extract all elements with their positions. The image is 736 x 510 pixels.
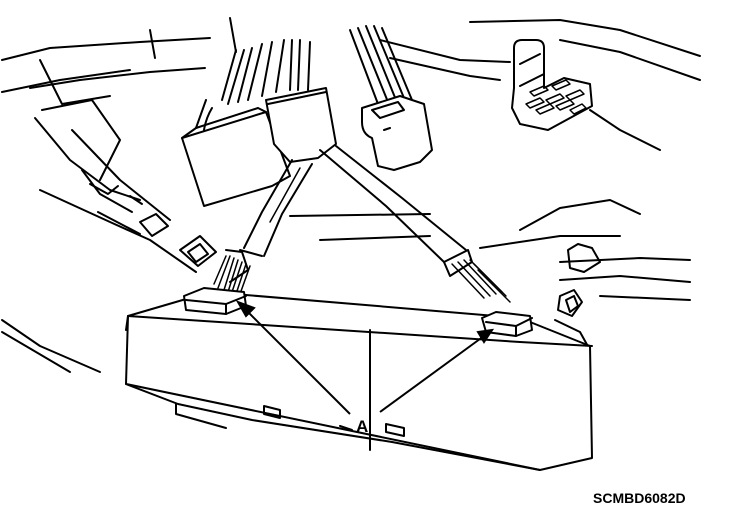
dashboard-panel <box>1 17 701 373</box>
multi-pin-connector <box>511 39 593 131</box>
arrow-right <box>379 335 485 413</box>
connector-right <box>361 95 433 171</box>
figure-code: SCMBD6082D <box>593 490 686 506</box>
callout-label: A <box>356 417 368 436</box>
connector-center <box>265 87 337 163</box>
arrowhead-left <box>235 300 256 318</box>
cable-right <box>319 145 511 303</box>
arrowhead-right <box>476 328 495 344</box>
control-unit <box>125 291 593 471</box>
callout-arrows <box>235 300 495 415</box>
cable-left <box>213 159 313 295</box>
arrow-left <box>243 307 351 415</box>
wire-harness <box>195 25 413 131</box>
